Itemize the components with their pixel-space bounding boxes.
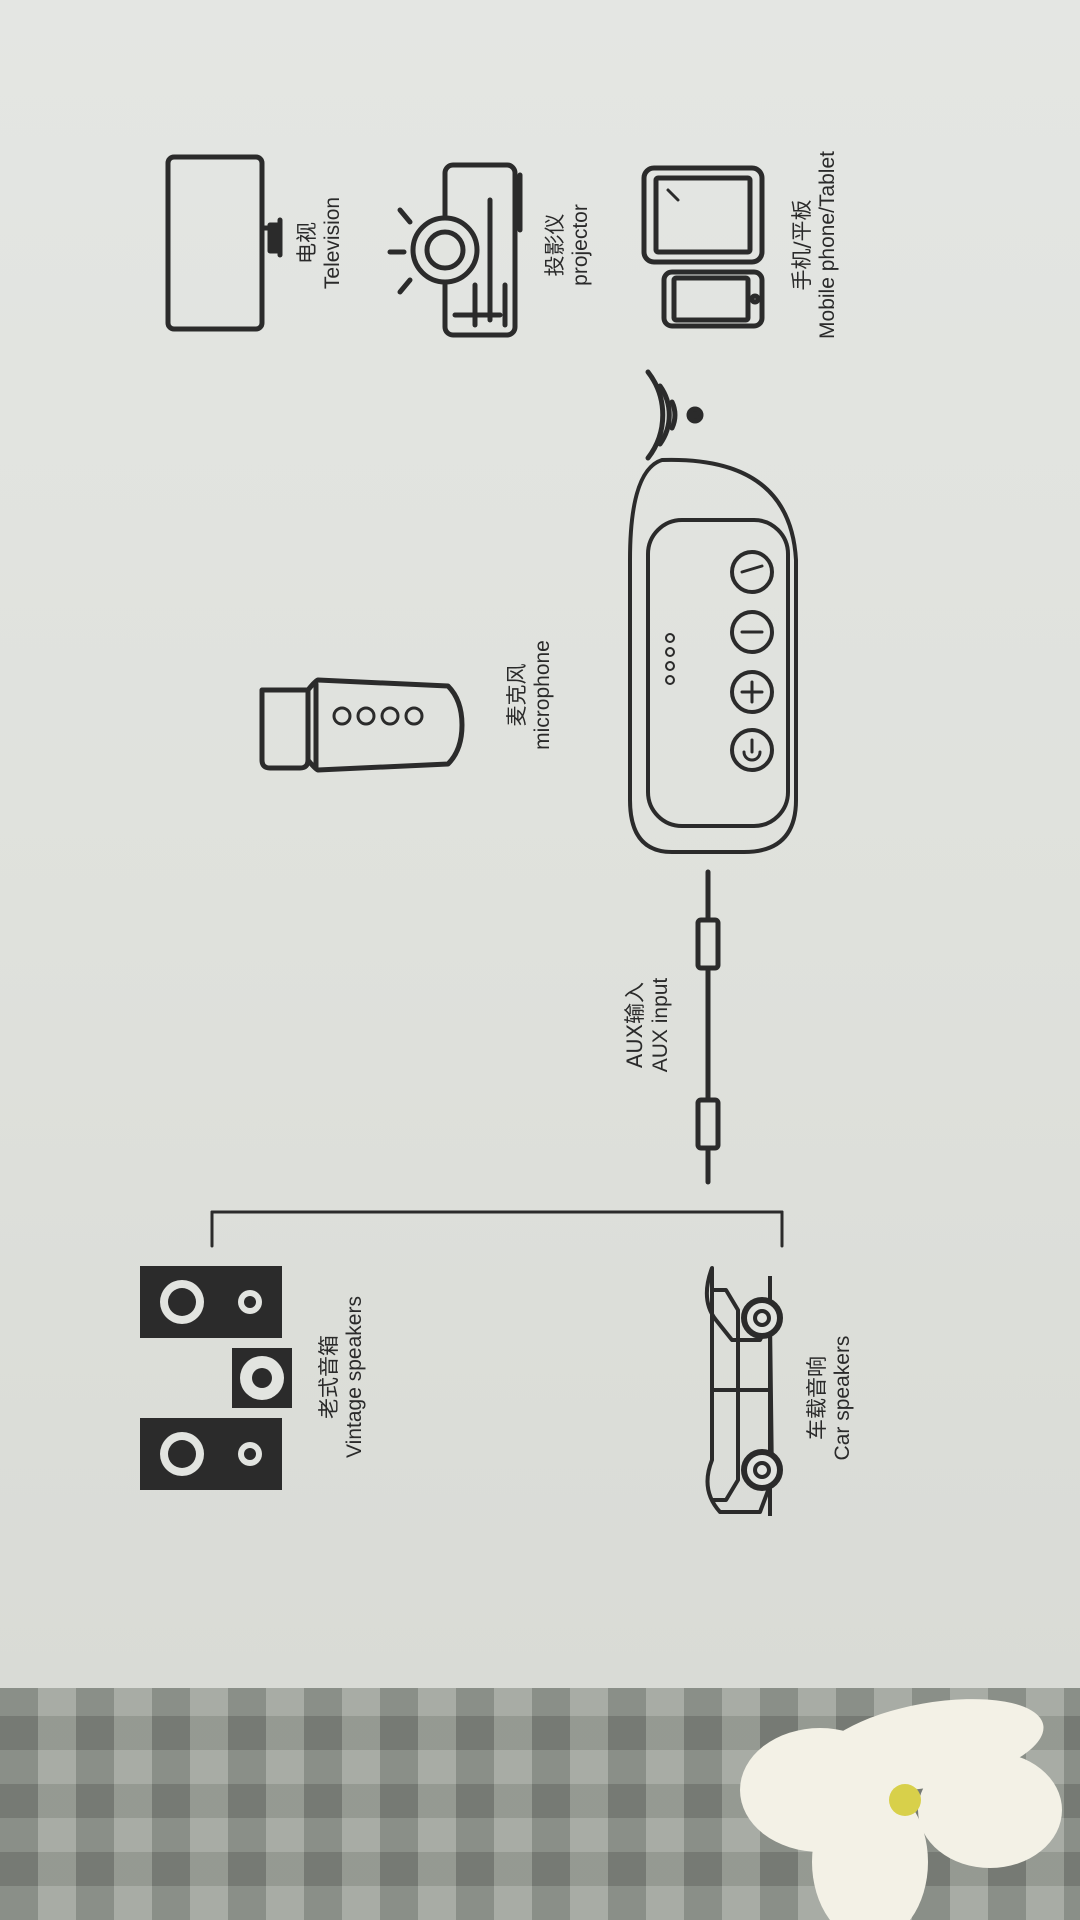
- tablet-icon: [641, 165, 765, 265]
- receiver-device-icon: [628, 457, 798, 854]
- wireless-icon: [645, 369, 704, 461]
- vintage-speakers-icon: [140, 1266, 292, 1490]
- projector-label: 投影仪 projector: [542, 204, 592, 286]
- car-speakers-label: 车载音响 Car speakers: [804, 1335, 854, 1461]
- microphone-icon: [259, 677, 465, 773]
- car-icon: [704, 1266, 783, 1516]
- microphone-label: 麦克风 microphone: [504, 640, 554, 750]
- mobile-label: 手机/平板 Mobile phone/Tablet: [789, 151, 839, 339]
- aux-cable-icon: [695, 869, 721, 1185]
- vintage-speakers-label: 老式音箱 Vintage speakers: [316, 1296, 366, 1458]
- tv-icon: [165, 154, 283, 332]
- paper-background: [0, 0, 1080, 1688]
- aux-label: AUX输入 AUX input: [622, 977, 672, 1073]
- bracket-line: [210, 1210, 784, 1248]
- phone-icon: [661, 269, 765, 329]
- television-label: 电视 Television: [294, 196, 344, 290]
- projector-icon: [387, 162, 523, 338]
- flower-decoration: [740, 1699, 1062, 1920]
